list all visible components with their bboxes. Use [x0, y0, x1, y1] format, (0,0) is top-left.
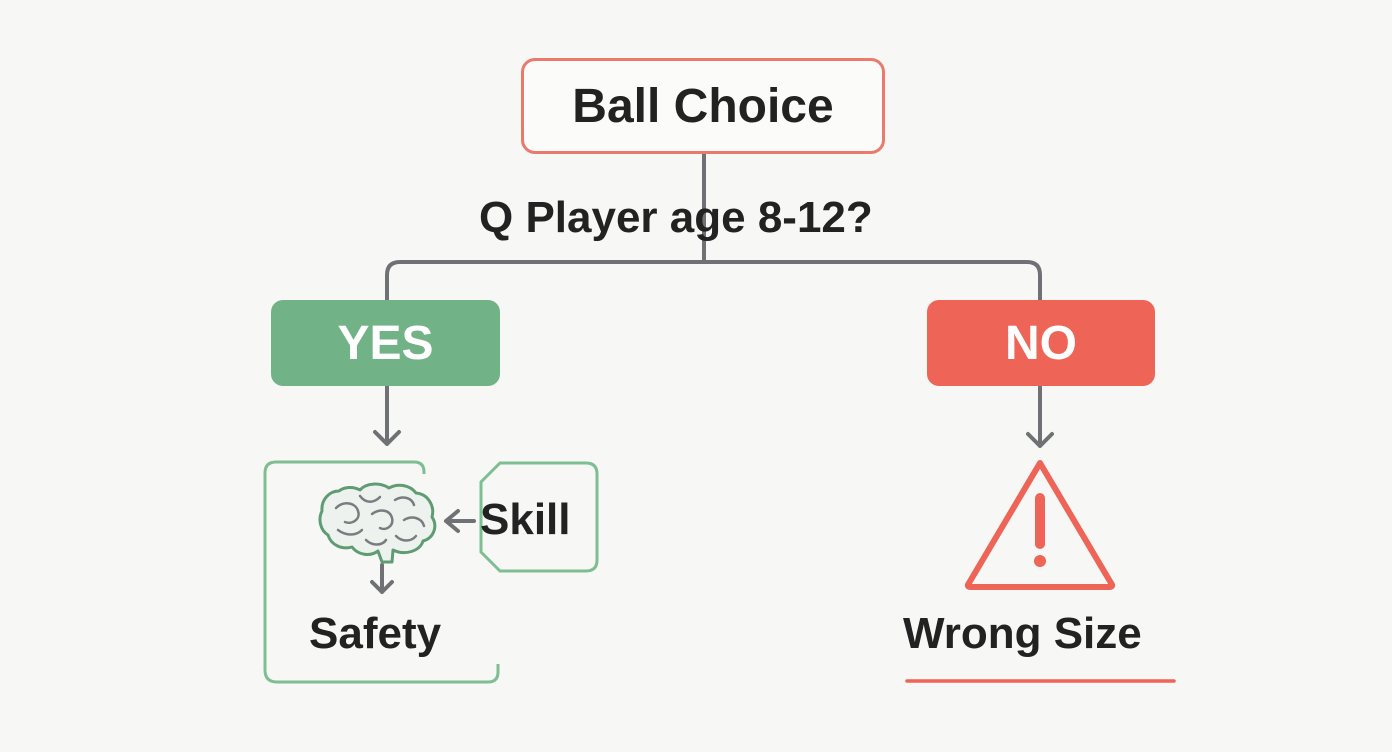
brain-icon: [318, 482, 437, 564]
yes-label: YES: [337, 316, 434, 370]
branch-bar-left: [385, 260, 706, 302]
no-branch-pill: NO: [927, 300, 1155, 386]
title-box: Ball Choice: [521, 58, 885, 154]
skill-box: [479, 461, 599, 573]
yes-down-arrow: [373, 384, 401, 446]
skill-label: Skill: [480, 495, 571, 544]
wrong-size-label: Wrong Size: [903, 609, 1142, 658]
yes-branch-pill: YES: [271, 300, 500, 386]
no-down-arrow: [1026, 384, 1054, 448]
branch-bar-right: [702, 260, 1042, 302]
title-text: Ball Choice: [572, 79, 834, 133]
safety-frame: [263, 460, 500, 684]
warning-triangle-icon: [964, 460, 1116, 590]
safety-label: Safety: [309, 609, 442, 658]
brain-down-arrow: [370, 563, 394, 594]
no-label: NO: [1005, 316, 1077, 370]
question-text: Q Player age 8-12?: [479, 193, 873, 242]
skill-left-arrow: [444, 509, 476, 533]
